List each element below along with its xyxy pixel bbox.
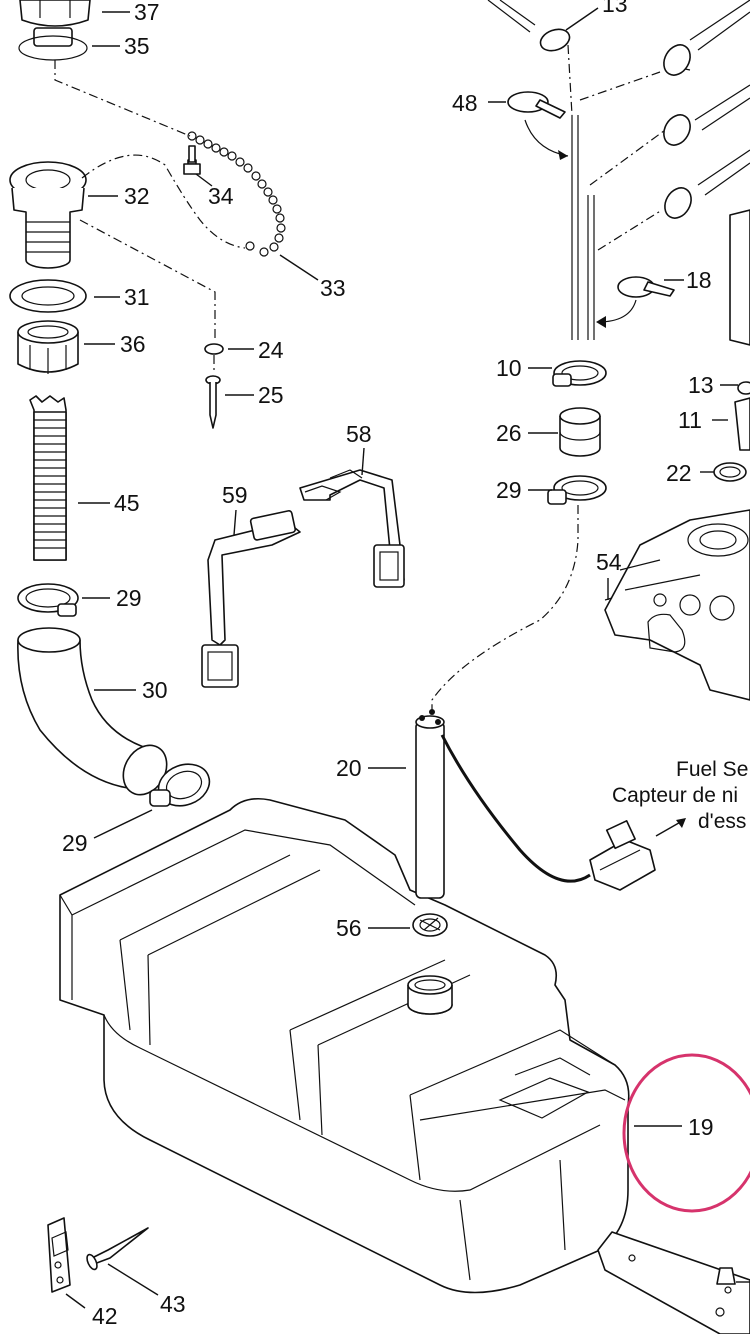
label-25: 25 <box>258 382 284 408</box>
filler-neck <box>9 161 87 269</box>
fuel-sensor-callout: Fuel Se Capteur de ni d'ess <box>612 758 748 833</box>
rivet-43 <box>86 1227 149 1271</box>
filler-hose-30 <box>17 627 168 796</box>
callout-line-2: Capteur de ni <box>612 784 738 807</box>
label-20: 20 <box>336 755 362 781</box>
clip-42 <box>47 1217 71 1293</box>
label-22: 22 <box>666 460 692 486</box>
washer-24 <box>204 343 224 355</box>
label-42: 42 <box>92 1303 118 1329</box>
hose-clamp-29-right <box>547 475 607 505</box>
tie-wrap-48 <box>507 91 569 160</box>
label-54: 54 <box>596 549 622 575</box>
sleeve-26 <box>559 407 601 457</box>
gasket-31 <box>9 279 87 313</box>
label-18: 18 <box>686 267 712 293</box>
throttle-body <box>604 509 750 701</box>
fuel-sender-tube <box>415 709 591 899</box>
hose-clamp-29-lower <box>149 763 211 807</box>
mounting-bracket <box>597 1231 750 1334</box>
tie-wrap-18 <box>596 276 675 328</box>
gasket-56 <box>412 913 448 937</box>
label-11: 11 <box>678 407 702 433</box>
filler-cap <box>18 0 91 61</box>
label-35: 35 <box>124 33 150 59</box>
label-33: 33 <box>320 275 346 301</box>
label-32: 32 <box>124 183 150 209</box>
label-24: 24 <box>258 337 284 363</box>
callout-line-3: d'ess <box>698 810 746 833</box>
leader-lines <box>65 7 750 1309</box>
label-29-right: 29 <box>496 477 522 503</box>
label-59: 59 <box>222 482 248 508</box>
label-29-left: 29 <box>116 585 142 611</box>
part-labels: 37 35 34 32 33 31 36 24 25 45 29 30 29 5… <box>62 0 714 1329</box>
label-45: 45 <box>114 490 140 516</box>
label-31: 31 <box>124 284 150 310</box>
screw-34 <box>183 145 201 175</box>
label-37: 37 <box>134 0 160 25</box>
label-56: 56 <box>336 915 362 941</box>
hose-clamp-29-left <box>17 583 79 617</box>
rings-13-top <box>539 28 692 219</box>
right-edge-parts <box>713 209 750 482</box>
fuel-lines <box>487 0 750 340</box>
label-58: 58 <box>346 421 372 447</box>
label-30: 30 <box>142 677 168 703</box>
assembly-lines <box>54 60 246 372</box>
line-path-to-sender <box>431 505 579 712</box>
sensor-connector <box>589 820 656 891</box>
label-36: 36 <box>120 331 146 357</box>
highlight-circle <box>622 1053 750 1213</box>
nut-36 <box>17 320 79 374</box>
label-43: 43 <box>160 1291 186 1317</box>
vent-hose-45 <box>29 395 67 561</box>
label-13-right: 13 <box>688 372 714 398</box>
strap-58 <box>299 469 405 588</box>
retaining-chain-33 <box>187 131 286 257</box>
hose-clamp-10 <box>552 360 607 387</box>
label-29-lower: 29 <box>62 830 88 856</box>
pin-25 <box>205 375 221 429</box>
strap-59 <box>201 510 301 688</box>
fuel-tank <box>59 797 630 1294</box>
label-26: 26 <box>496 420 522 446</box>
label-13-top: 13 <box>602 0 628 17</box>
label-48: 48 <box>452 90 478 116</box>
label-19: 19 <box>688 1114 714 1140</box>
callout-line-1: Fuel Se <box>676 758 748 781</box>
label-34: 34 <box>208 183 234 209</box>
label-10: 10 <box>496 355 522 381</box>
